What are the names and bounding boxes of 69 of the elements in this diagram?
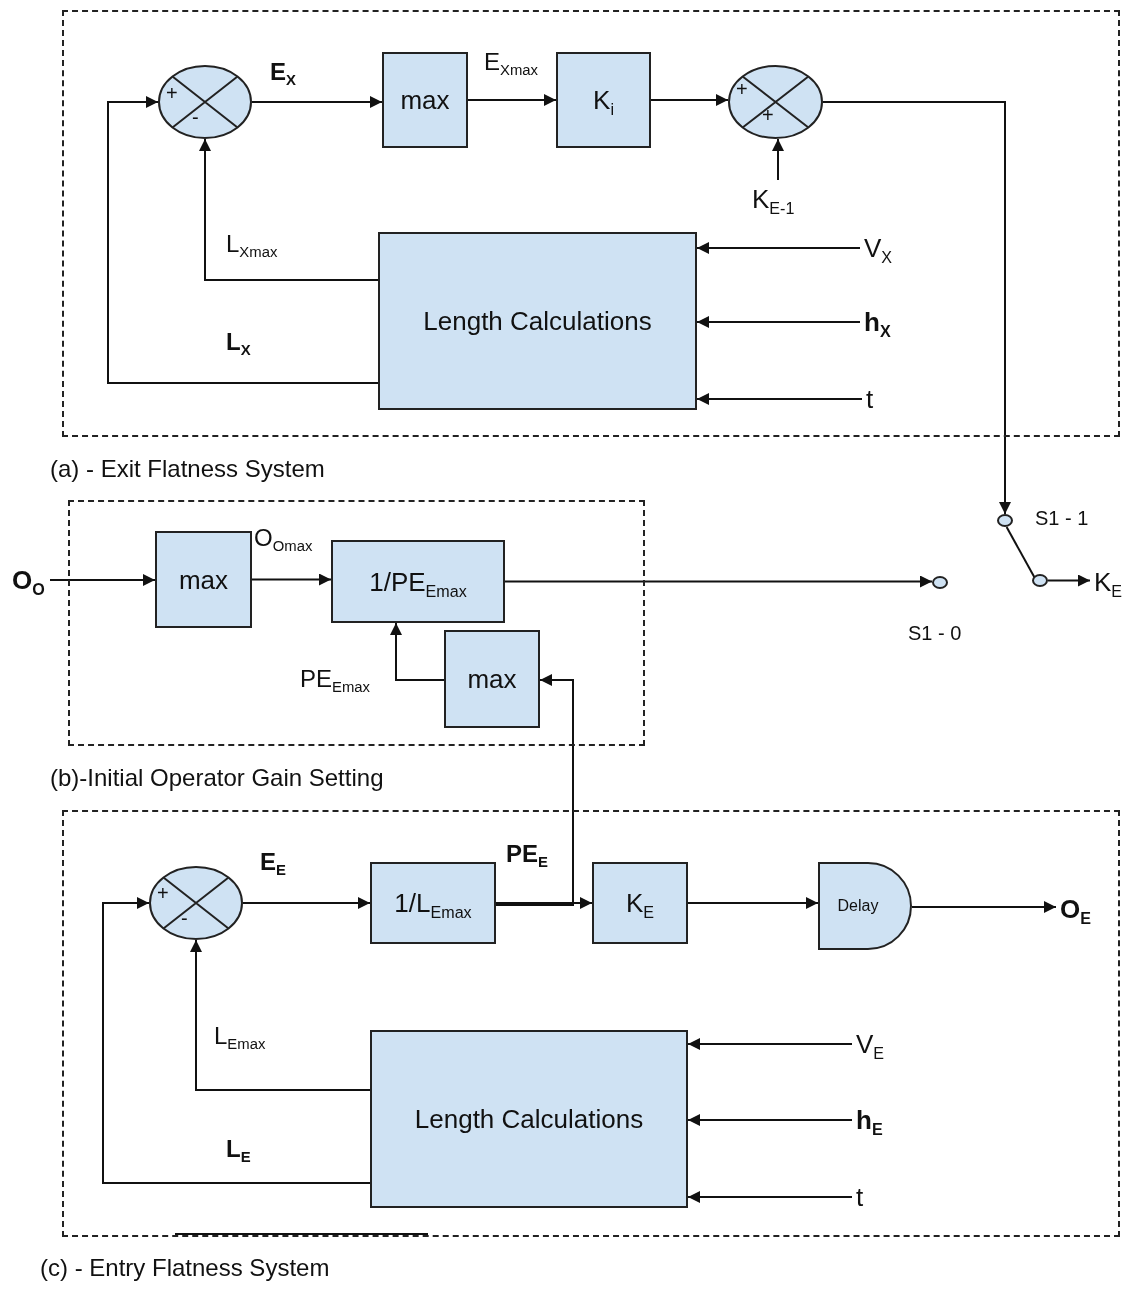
arrow bbox=[687, 1191, 853, 1203]
block-label: Length Calculations bbox=[413, 1103, 645, 1135]
sign-label: + bbox=[736, 79, 748, 99]
arrow bbox=[190, 939, 371, 1091]
arrow bbox=[696, 393, 863, 405]
arrow bbox=[251, 96, 383, 108]
sign-label: + bbox=[157, 883, 169, 903]
block-box bbox=[382, 52, 468, 148]
sign-label: - bbox=[192, 107, 199, 127]
connector-line bbox=[1005, 526, 1036, 579]
sign-label: + bbox=[166, 83, 178, 103]
arrow bbox=[251, 573, 332, 586]
arrow bbox=[242, 897, 371, 909]
signal-label: t bbox=[852, 1180, 872, 1214]
block-label: Delay bbox=[836, 896, 880, 916]
block-box bbox=[155, 531, 252, 628]
switch-contact bbox=[932, 576, 948, 589]
arrow bbox=[107, 96, 379, 384]
signal-label: h$_{E}$ bbox=[852, 1102, 894, 1138]
block-label: max bbox=[399, 84, 451, 116]
arrow bbox=[495, 897, 593, 909]
block-box bbox=[592, 862, 688, 944]
arrow bbox=[696, 316, 861, 328]
signal-label: O$_{O}$ bbox=[8, 562, 50, 598]
sign-label: + bbox=[762, 105, 774, 125]
signal-label: t bbox=[862, 382, 882, 416]
group-caption: (b)-Initial Operator Gain Setting bbox=[50, 764, 384, 792]
block-label: K$_{E}$ bbox=[624, 887, 656, 923]
arrow bbox=[687, 1038, 853, 1050]
arrow bbox=[495, 674, 574, 906]
block-box bbox=[370, 862, 496, 944]
arrow bbox=[822, 101, 1011, 515]
arrow bbox=[911, 901, 1057, 913]
block-box bbox=[556, 52, 651, 148]
block-label: K$_{i}$ bbox=[592, 84, 615, 120]
arrow bbox=[49, 574, 156, 586]
arrow bbox=[390, 622, 445, 681]
group-caption: (c) - Entry Flatness System bbox=[40, 1254, 330, 1282]
arrow bbox=[504, 575, 933, 588]
group-caption: (a) - Exit Flatness System bbox=[50, 455, 325, 483]
signal-label: h$_{X}$ bbox=[860, 304, 902, 340]
signal-label: K$_{E}$ bbox=[1090, 564, 1130, 600]
contact-label: S1 - 1 bbox=[1035, 507, 1089, 530]
block-label: 1/L$_{Emax}$ bbox=[393, 887, 473, 923]
arrow bbox=[102, 897, 371, 1184]
block-label: Length Calculations bbox=[422, 305, 653, 337]
arrow bbox=[1047, 574, 1091, 587]
block-label: 1/PE$_{Emax}$ bbox=[368, 565, 468, 602]
arrow bbox=[199, 138, 379, 281]
arrow bbox=[687, 1114, 853, 1126]
signal-label: K$_{E-1}$ bbox=[748, 180, 808, 218]
signal-label: O$_{E}$ bbox=[1056, 890, 1100, 928]
block-box bbox=[444, 630, 540, 728]
arrow bbox=[696, 242, 861, 254]
arrow bbox=[687, 897, 819, 909]
sign-label: - bbox=[181, 908, 188, 928]
block-box bbox=[378, 232, 697, 410]
signal-label: V$_{X}$ bbox=[860, 230, 902, 266]
block-box bbox=[331, 540, 505, 623]
contact-label: S1 - 0 bbox=[908, 622, 962, 645]
arrow bbox=[772, 138, 784, 181]
switch-contact bbox=[997, 514, 1013, 527]
block-label: max bbox=[466, 663, 518, 695]
arrow bbox=[467, 94, 557, 106]
arrow bbox=[650, 94, 729, 106]
signal-label: V$_{E}$ bbox=[852, 1026, 894, 1062]
block-box bbox=[370, 1030, 688, 1208]
switch-contact bbox=[1032, 574, 1048, 587]
block-label: max bbox=[177, 563, 230, 596]
